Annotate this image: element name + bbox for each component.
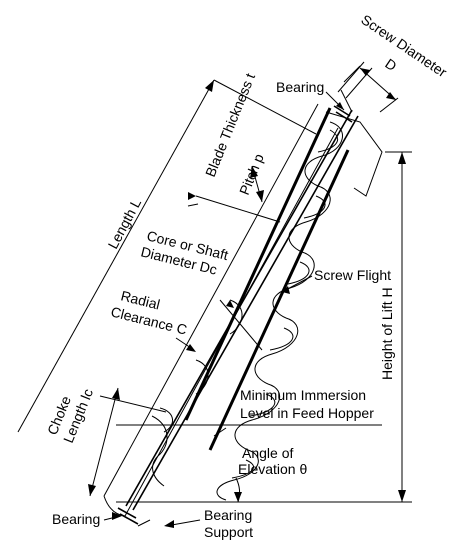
min-immersion-label-line1: Minimum Immersion: [240, 387, 366, 403]
screw-diameter-symbol: D: [382, 55, 399, 74]
trough-casing: [103, 103, 383, 517]
bearing-top-label: Bearing: [276, 79, 324, 95]
screw-diameter-label: Screw Diameter: [358, 11, 450, 80]
bearing-support-label-line1: Bearing: [204, 507, 252, 523]
pitch-label: Pitch p: [236, 151, 267, 197]
pitch-dimension: [187, 165, 281, 223]
length-label: Length L: [105, 196, 145, 252]
bottom-bearing: [117, 507, 151, 527]
bearing-support-label-line2: Support: [204, 524, 253, 540]
reference-lines: [116, 151, 412, 503]
screw-diameter-dimension: [343, 65, 399, 113]
angle-of-elevation-label-line2: Elevation θ: [238, 461, 307, 477]
angle-of-elevation-label-line1: Angle of: [242, 445, 293, 461]
leader-lines: [103, 91, 345, 528]
height-of-lift-label: Height of Lift H: [379, 287, 395, 380]
top-bearing: [333, 105, 353, 123]
height-dimension: [398, 152, 406, 502]
min-immersion-label-line2: Level in Feed Hopper: [240, 405, 374, 421]
screw-flight-label: Screw Flight: [314, 267, 391, 283]
length-dimension: [17, 79, 317, 433]
bearing-bottom-label: Bearing: [52, 511, 100, 527]
choke-length-dimension: [88, 387, 167, 497]
